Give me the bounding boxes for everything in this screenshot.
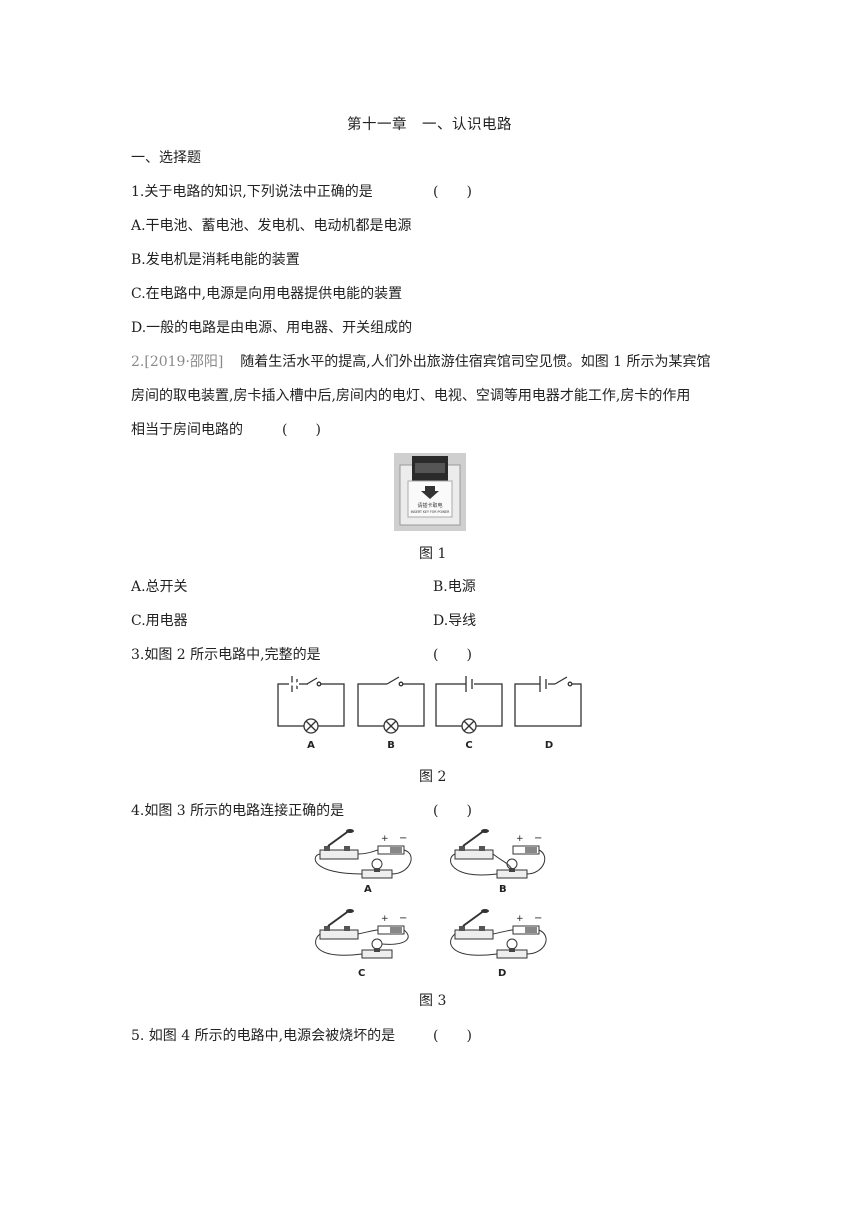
kit-b: + − B (450, 828, 546, 895)
question-3-blank[interactable]: ( ) (433, 647, 472, 663)
option-c[interactable]: C.在电路中,电源是向用电器提供电能的装置 (131, 286, 403, 302)
figure-2-caption: 图 2 (419, 769, 447, 785)
kit-d: + − D (450, 908, 547, 979)
question-5-stem: 5. 如图 4 所示的电路中,电源会被烧坏的是 (131, 1028, 396, 1044)
question-2-line-2: 房间的取电装置,房卡插入槽中后,房间内的电灯、电视、空调等用电器才能工作,房卡的… (131, 388, 691, 404)
option-d[interactable]: D.一般的电路是由电源、用电器、开关组成的 (131, 320, 413, 336)
circuit-label-d: D (545, 740, 553, 751)
circuit-c (435, 676, 503, 734)
question-1-stem: 1.关于电路的知识,下列说法中正确的是 (131, 184, 373, 200)
question-4-blank[interactable]: ( ) (433, 803, 472, 819)
kit-label-b: B (499, 884, 507, 895)
kit-label-d: D (498, 968, 506, 979)
kit-d-plus: + (516, 914, 524, 924)
question-4-stem: 4.如图 3 所示的电路连接正确的是 (131, 803, 345, 819)
figure-1-caption: 图 1 (419, 546, 447, 562)
circuit-b (357, 676, 425, 734)
circuit-d (514, 676, 582, 727)
kit-label-c: C (358, 968, 365, 979)
question-2-line-3: 相当于房间电路的 (131, 422, 243, 438)
card-text-2: INSERT KEY FOR POWER (411, 510, 451, 514)
kit-b-plus: + (516, 834, 524, 844)
circuit-a (277, 676, 345, 734)
section-title: 一、选择题 (131, 150, 201, 166)
option-b[interactable]: B.电源 (433, 579, 476, 595)
circuit-label-c: C (465, 740, 472, 751)
option-a[interactable]: A.总开关 (131, 579, 188, 595)
card-text-1: 请插卡取电 (417, 502, 442, 509)
question-5-blank[interactable]: ( ) (433, 1028, 472, 1044)
figure-3-circuits: + − A + − B + − C (314, 828, 547, 979)
option-b[interactable]: B.发电机是消耗电能的装置 (131, 252, 300, 268)
kit-label-a: A (364, 884, 372, 895)
kit-c-minus: − (399, 913, 407, 924)
circuit-label-b: B (387, 740, 395, 751)
kit-c: + − C (315, 908, 409, 979)
question-2-line-1: 随着生活水平的提高,人们外出旅游住宿宾馆司空见惯。如图 1 所示为某宾馆 (240, 354, 711, 370)
figure-1-card-slot-image: 请插卡取电 INSERT KEY FOR POWER (394, 453, 466, 531)
question-1-blank[interactable]: ( ) (433, 184, 472, 200)
circuit-label-a: A (307, 740, 315, 751)
kit-b-minus: − (534, 833, 542, 844)
option-c[interactable]: C.用电器 (131, 613, 188, 629)
question-2-blank[interactable]: ( ) (282, 422, 321, 438)
kit-a-plus: + (381, 834, 389, 844)
figure-2-circuits: A B C D (277, 676, 582, 751)
option-a[interactable]: A.干电池、蓄电池、发电机、电动机都是电源 (131, 218, 412, 234)
kit-d-minus: − (534, 913, 542, 924)
question-2-source: 2.[2019·邵阳] (131, 354, 224, 370)
chapter-title: 第十一章 一、认识电路 (347, 117, 512, 133)
kit-a-minus: − (399, 833, 407, 844)
kit-a: + − A (314, 828, 412, 895)
kit-c-plus: + (381, 914, 389, 924)
figure-3-caption: 图 3 (419, 993, 447, 1009)
option-d[interactable]: D.导线 (433, 613, 477, 629)
question-3-stem: 3.如图 2 所示电路中,完整的是 (131, 647, 321, 663)
